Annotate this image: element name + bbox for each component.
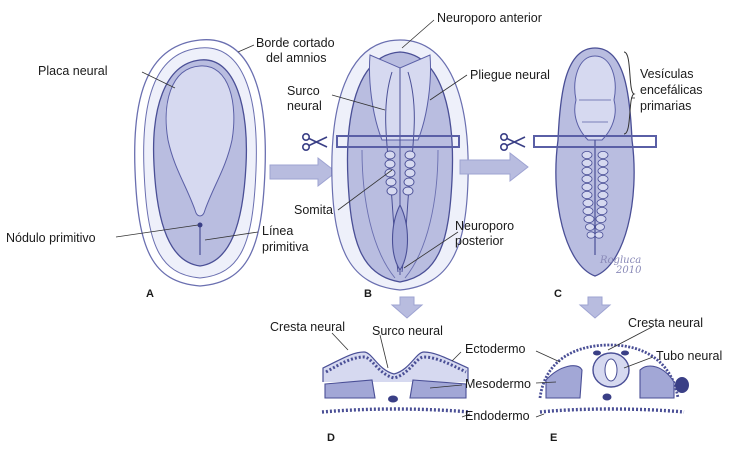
brain-vesicles (575, 56, 616, 140)
primitive-node (198, 223, 203, 228)
label-neuroporo: Neuroporo (455, 219, 514, 233)
panel-label-d: D (327, 432, 335, 444)
embryo-b (332, 40, 468, 290)
label-primarias: primarias (640, 99, 691, 113)
mesoderm-d-left (325, 380, 375, 398)
label-mesodermo: Mesodermo (465, 377, 531, 391)
label-encefalicas: encefálicas (640, 83, 703, 97)
label-posterior: posterior (455, 234, 504, 248)
panel-label-e: E (550, 432, 557, 444)
panel-label-c: C (554, 288, 562, 300)
label-surco-neural-d: Surco neural (372, 324, 443, 338)
embryo-c (556, 48, 634, 276)
neural-tube-lumen (605, 359, 617, 381)
notochord-d (388, 396, 398, 403)
label-ectodermo: Ectodermo (465, 342, 525, 356)
label-neural: neural (287, 99, 322, 113)
label-del-amnios: del amnios (266, 51, 326, 65)
label-linea: Línea (262, 224, 293, 238)
scissors-icon (303, 134, 327, 150)
label-endodermo: Endodermo (465, 409, 530, 423)
section-d (322, 352, 470, 412)
arrow-down-icon (580, 297, 610, 318)
panel-label-b: B (364, 288, 372, 300)
panel-label-a: A (146, 288, 154, 300)
arrow-right-icon (460, 153, 528, 181)
mesoderm-e-right (640, 366, 674, 398)
neural-crest-e-right (621, 351, 629, 356)
notochord-e (603, 394, 612, 401)
label-somita: Somita (294, 203, 333, 217)
label-borde-cortado: Borde cortado (256, 36, 335, 50)
somite-e-edge (675, 377, 689, 393)
label-cresta-neural-e: Cresta neural (628, 316, 703, 330)
label-pliegue-neural: Pliegue neural (470, 68, 550, 82)
arrow-down-icon (392, 297, 422, 318)
embryo-a (135, 40, 266, 286)
scissors-icon (501, 134, 525, 150)
label-cresta-neural-d: Cresta neural (270, 320, 345, 334)
label-primitiva: primitiva (262, 240, 309, 254)
mesoderm-d-right (410, 380, 466, 398)
label-nodulo-primitivo: Nódulo primitivo (6, 231, 96, 245)
endoderm-d (322, 409, 470, 412)
label-vesiculas: Vesículas (640, 67, 694, 81)
artist-signature-year: 2010 (615, 265, 642, 276)
label-neuroporo-anterior: Neuroporo anterior (437, 11, 542, 25)
neural-crest-e-left (593, 351, 601, 356)
arrow-right-icon (270, 158, 336, 186)
label-placa-neural: Placa neural (38, 64, 108, 78)
endoderm-e (540, 409, 684, 412)
label-surco: Surco (287, 84, 320, 98)
label-tubo-neural: Tubo neural (656, 349, 722, 363)
